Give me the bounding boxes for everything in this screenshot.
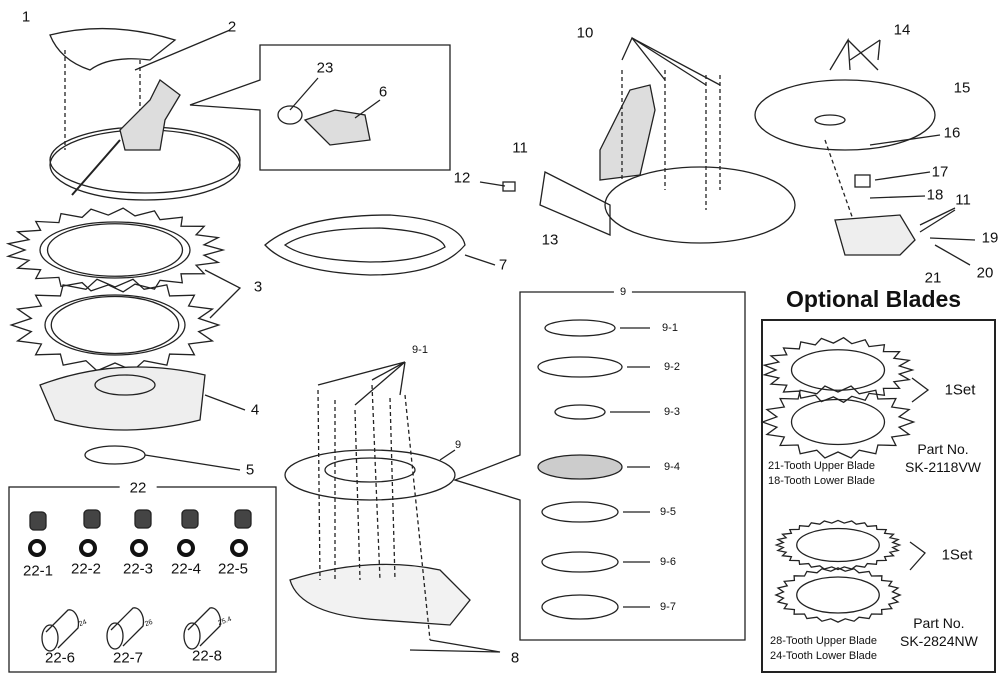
kit-22-title: 22 [119,479,157,497]
subpart-9-3 [554,404,606,420]
sleeve-icon [187,607,222,647]
kit-item-label: 22-6 [44,649,76,667]
callout-9-6: 9-6 [660,556,676,568]
callout-23: 23 [316,59,334,77]
part-label: Part No. [917,441,969,457]
callout-6: 6 [378,83,388,101]
upper-blade-text: 28-Tooth Upper Blade [770,635,878,647]
part-no: SK-2118VW [905,459,981,475]
callout-10: 10 [576,24,594,42]
spline-washer-icon [230,539,248,557]
optional-blade-24 [774,567,902,623]
set-label: 1Set [944,381,976,399]
callout-5: 5 [245,461,255,479]
subpart-9-1 [544,319,616,337]
part-5-clip [84,445,146,465]
callout-11-right: 11 [955,191,971,209]
callout-15: 15 [953,79,971,97]
blade-outline [9,278,221,372]
callout-9-5: 9-5 [660,506,676,518]
subpart-9-7 [541,594,619,620]
callout-9-1: 9-1 [662,322,678,334]
kit-item-label: 22-3 [122,560,154,578]
spline-nut-icon [234,509,252,529]
spline-washer-icon [28,539,46,557]
callout-9-4: 9-4 [664,461,680,473]
part-13-base-plate [604,166,796,244]
callout-9-2: 9-2 [664,361,680,373]
optional-blades-box [761,319,996,673]
part-4-plate [39,366,206,431]
spline-washer-icon [79,539,97,557]
callout-4: 4 [250,401,260,419]
optional-blade-18 [760,385,916,459]
subpart-9-5 [541,501,619,523]
kit-item-label: 22-5 [217,560,249,578]
part-19-gearbox [834,214,916,256]
spline-nut-icon [181,509,199,529]
part-3-upper-blade [5,207,226,293]
callout-9-7: 9-7 [660,601,676,613]
callout-11: 11 [512,139,528,157]
subpart-9-2 [537,356,623,378]
callout-14: 14 [893,21,911,39]
callout-1: 1 [21,8,31,26]
spline-nut-icon [29,511,47,531]
part-number-1: Part No. SK-2118VW [905,440,981,476]
blade-desc-2: 28-Tooth Upper Blade 24-Tooth Lower Blade [770,634,877,664]
callout-17: 17 [931,163,949,181]
sleeve-icon [45,609,80,649]
optional-blade-28 [774,519,902,571]
inset-box [189,44,451,171]
part-9-breakout-box [453,291,746,641]
spline-nut-icon [134,509,152,529]
sleeve-icon [110,607,145,647]
callout-21: 21 [924,269,942,287]
spline-nut-icon [83,509,101,529]
part-label: Part No. [913,615,965,631]
callout-9-1-main: 9-1 [412,344,428,356]
lower-housing [289,563,471,626]
callout-7: 7 [498,256,508,274]
callout-8: 8 [510,649,520,667]
callout-9-3: 9-3 [664,406,680,418]
part-3-lower-blade [9,278,221,372]
part-7-ring [264,214,466,276]
part-13-guard [539,171,611,236]
kit-item-label: 22-8 [191,647,223,665]
spline-washer-icon [130,539,148,557]
callout-20: 20 [976,264,994,282]
spline-washer-icon [177,539,195,557]
blade-outline [5,207,226,293]
optional-blade-21 [762,336,915,404]
callout-2: 2 [227,18,237,36]
kit-item-label: 22-2 [70,560,102,578]
kit-item-label: 22-7 [112,649,144,667]
part-no: SK-2824NW [900,633,978,649]
set-label: 1Set [941,546,973,564]
callout-19: 19 [981,229,999,247]
part-9-plate [284,449,456,501]
subpart-9-6 [541,551,619,573]
callout-9-box: 9 [613,286,633,298]
optional-blades-title: Optional Blades [786,286,962,312]
part-number-2: Part No. SK-2824NW [900,614,978,650]
callout-9: 9 [454,439,462,451]
lower-blade-text: 24-Tooth Lower Blade [770,650,878,662]
part-1-cover [49,27,177,71]
callout-13: 13 [541,231,559,249]
blade-desc-1: 21-Tooth Upper Blade 18-Tooth Lower Blade [768,459,875,489]
callout-12: 12 [453,169,471,187]
upper-blade-text: 21-Tooth Upper Blade [768,460,876,472]
part-15-plate [754,79,936,151]
callout-3: 3 [253,278,263,296]
callout-16: 16 [943,124,961,142]
callout-18: 18 [926,186,944,204]
gearbox-head [119,79,181,151]
subpart-9-4 [537,454,623,480]
kit-item-label: 22-1 [22,562,54,580]
lower-blade-text: 18-Tooth Lower Blade [768,475,876,487]
kit-item-label: 22-4 [170,560,202,578]
